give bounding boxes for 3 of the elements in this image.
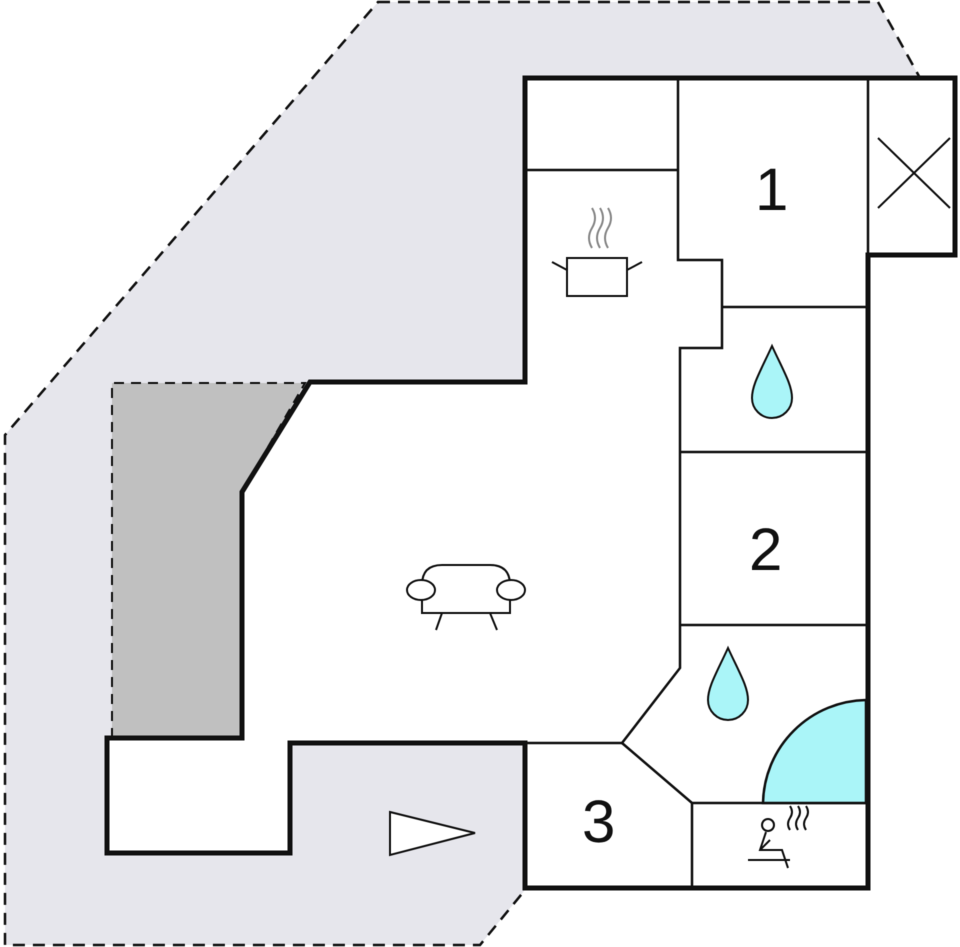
room-number: 3: [582, 792, 616, 852]
room-number: 2: [749, 520, 782, 580]
room-number: 1: [755, 160, 788, 220]
